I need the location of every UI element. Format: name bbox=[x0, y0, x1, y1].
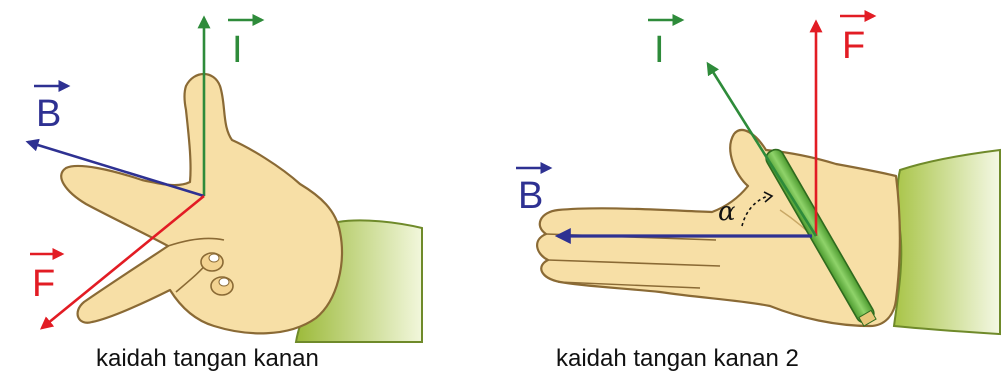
right-current-label: I bbox=[648, 20, 682, 71]
left-fingernail bbox=[219, 278, 229, 286]
left-current-label-text: I bbox=[232, 29, 243, 71]
right-force-label: F bbox=[840, 16, 874, 67]
right-angle-label: α bbox=[718, 197, 736, 227]
right-figure: α I F B kaidah tangan kanan 2 bbox=[516, 16, 1000, 372]
left-force-label: F bbox=[30, 254, 62, 305]
left-fingernail bbox=[209, 254, 219, 262]
right-field-label-text: B bbox=[518, 175, 543, 217]
left-force-label-text: F bbox=[32, 263, 55, 305]
left-figure: I B F kaidah tangan kanan bbox=[28, 18, 422, 372]
right-force-label-text: F bbox=[842, 25, 865, 67]
left-hand bbox=[61, 74, 342, 333]
left-current-label: I bbox=[228, 20, 262, 71]
right-sleeve bbox=[894, 150, 1000, 334]
right-caption: kaidah tangan kanan 2 bbox=[556, 345, 799, 372]
left-field-label-text: B bbox=[36, 93, 61, 135]
right-current-label-text: I bbox=[654, 29, 665, 71]
left-caption: kaidah tangan kanan bbox=[96, 345, 319, 372]
right-field-label: B bbox=[516, 168, 550, 217]
left-field-label: B bbox=[34, 86, 68, 135]
